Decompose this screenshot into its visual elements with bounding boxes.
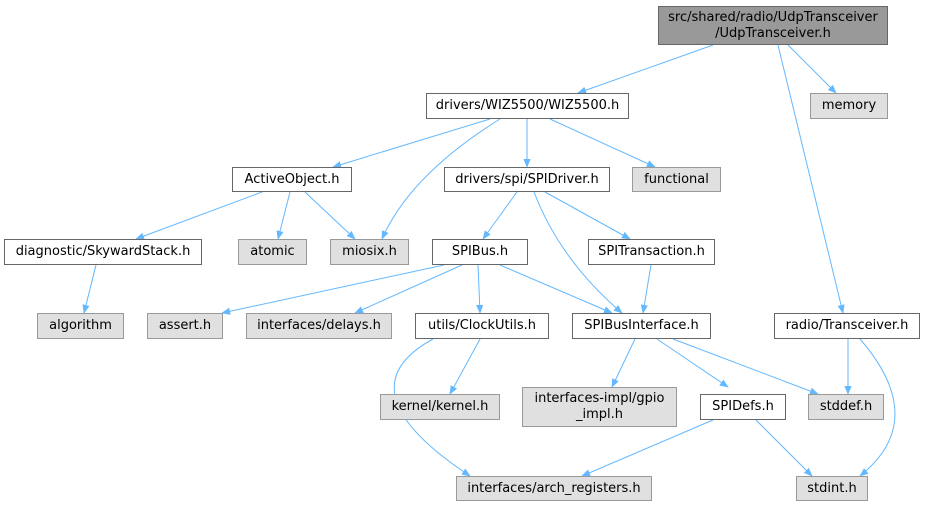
edge-skyward-algorithm [82,264,97,314]
node-transceiver[interactable]: radio/Transceiver.h [774,313,920,339]
node-memory: memory [810,93,888,119]
node-delays: interfaces/delays.h [246,313,392,339]
edge-root-wiz [577,44,714,94]
node-spibusinterface[interactable]: SPIBusInterface.h [572,313,711,339]
edge-spibusinterface-stddef [672,338,819,395]
edge-activeobject-atomic [276,191,291,240]
edge-spibus-clockutils [476,264,484,314]
node-algorithm: algorithm [37,313,124,339]
node-wiz5500[interactable]: drivers/WIZ5500/WIZ5500.h [426,93,629,119]
edge-spibus-delays [354,264,463,314]
edge-activeobject-miosix [304,191,356,240]
edge-spibusinterface-spidefs [656,338,729,388]
edge-clockutils-kernel [449,338,481,395]
node-gpio-line1: interfaces-impl/gpio [534,391,665,406]
node-spidefs[interactable]: SPIDefs.h [700,394,786,420]
node-miosix: miosix.h [330,239,409,265]
edge-activeobject-skyward [135,191,263,240]
edge-spidriver-spitransaction [544,191,631,240]
node-root-line2: /UdpTransceiver.h [715,25,831,41]
edge-spibusinterface-gpio [611,338,636,388]
node-skywardstack[interactable]: diagnostic/SkywardStack.h [4,239,202,265]
edge-spitransaction-spibusinterface [640,264,652,314]
edge-root-memory [787,44,837,94]
node-stddef: stddef.h [808,394,884,420]
node-spidriver[interactable]: drivers/spi/SPIDriver.h [444,167,610,192]
edge-spibus-assert [221,264,445,315]
edge-spidefs-stdint [755,419,813,477]
edge-spibus-spibusinterface [499,264,613,314]
node-root-line1: src/shared/radio/UdpTransceiver [668,9,878,25]
edge-spidefs-arch [581,419,714,477]
node-root-udptransceiver: src/shared/radio/UdpTransceiver /UdpTran… [658,6,888,45]
node-kernel: kernel/kernel.h [380,394,500,420]
node-spitransaction[interactable]: SPITransaction.h [588,239,715,265]
node-gpio-impl: interfaces-impl/gpio _impl.h [522,387,677,427]
node-activeobject[interactable]: ActiveObject.h [232,167,352,192]
node-functional: functional [632,167,721,192]
edge-wiz-miosix [381,118,501,240]
edge-spidriver-spibusinterface [533,191,623,314]
node-atomic: atomic [238,239,307,265]
node-spibus[interactable]: SPIBus.h [432,239,528,265]
edge-wiz-activeobject [332,118,491,169]
edge-transceiver-stdint [859,338,896,477]
node-stdint: stdint.h [796,476,868,501]
edge-wiz-functional [549,118,656,168]
node-arch-registers: interfaces/arch_registers.h [456,476,652,501]
node-assert: assert.h [147,313,223,339]
edge-spidriver-spibus [482,191,518,240]
edge-root-transceiver [777,44,845,314]
node-clockutils[interactable]: utils/ClockUtils.h [415,313,549,339]
node-gpio-line2: _impl.h [575,407,623,422]
